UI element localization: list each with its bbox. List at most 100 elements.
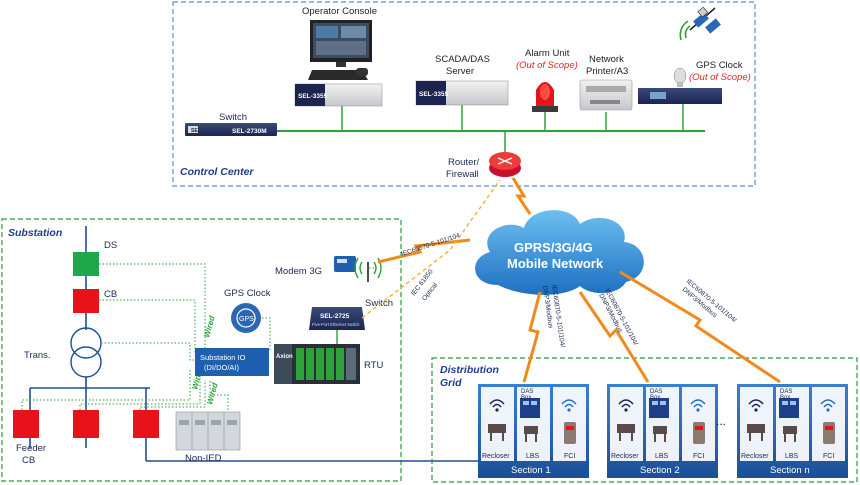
sub-switch-model: SEL-2725 bbox=[320, 313, 350, 320]
recloser-icon bbox=[617, 424, 635, 441]
feeder-cb-2 bbox=[73, 410, 99, 438]
wifi-icon bbox=[820, 399, 836, 412]
gps-clock-cc-label-line2: (Out of Scope) bbox=[689, 72, 751, 83]
lbs-label: LBS bbox=[655, 453, 669, 460]
scada-label-line1: SCADA/DAS bbox=[435, 54, 490, 65]
iec104-label: IEC60870-5-101/104 bbox=[400, 232, 461, 258]
recloser-label: Recloser bbox=[741, 453, 769, 460]
fci-label: FCI bbox=[693, 453, 704, 460]
wifi-icon bbox=[748, 399, 764, 412]
control-center-zone: Control Center bbox=[172, 1, 756, 187]
das-box-icon bbox=[779, 398, 799, 418]
distribution-title-line2: Grid bbox=[440, 377, 462, 389]
fci-icon bbox=[693, 422, 705, 444]
satellite-icon bbox=[679, 6, 721, 41]
gps-clock-cc[interactable] bbox=[638, 67, 722, 104]
feeder-label-line1: Feeder bbox=[16, 443, 46, 454]
wifi-icon bbox=[561, 399, 577, 412]
cloud-section2-link bbox=[578, 291, 650, 383]
rtu[interactable]: Axion bbox=[274, 344, 360, 384]
das-box-label-line1: DAS bbox=[521, 389, 533, 395]
section-ellipsis: ... bbox=[716, 414, 726, 428]
printer-icon bbox=[579, 79, 633, 111]
sub-io-label-line2: (DI/DO/AI) bbox=[204, 363, 240, 372]
recloser-icon bbox=[747, 424, 765, 441]
wifi-icon bbox=[489, 399, 505, 412]
scada-server-model: SEL-3355 bbox=[419, 91, 449, 98]
fci-label: FCI bbox=[564, 453, 575, 460]
das-box-label-line1: DAS bbox=[650, 389, 662, 395]
lbs-icon bbox=[524, 426, 538, 442]
router-label-line1: Router/ bbox=[448, 157, 480, 168]
feeder-cb-3 bbox=[133, 410, 159, 438]
control-switch-model: SEL-2730M bbox=[232, 128, 267, 135]
fci-label: FCI bbox=[823, 453, 834, 460]
cloud-label-line2: Mobile Network bbox=[507, 256, 604, 271]
printer-label-line1: Network bbox=[589, 54, 624, 65]
gps-clock-sub[interactable]: GPS bbox=[231, 303, 261, 333]
mobile-network-cloud: GPRS/3G/4G Mobile Network bbox=[475, 210, 644, 295]
sub-io-label-line1: Substation IO bbox=[200, 353, 246, 362]
sub-switch[interactable]: SEL-2725 Five-Port Ethernet Switch bbox=[309, 307, 365, 330]
lbs-icon bbox=[653, 426, 667, 442]
control-switch[interactable]: SEL SEL-2730M bbox=[185, 123, 277, 136]
router-cloud-link bbox=[511, 177, 532, 215]
rtu-brand: Axion bbox=[276, 354, 293, 360]
non-ied-cabinet[interactable] bbox=[175, 411, 241, 451]
section-name: Section 1 bbox=[511, 465, 551, 476]
recloser-label: Recloser bbox=[482, 453, 510, 460]
trans-label: Trans. bbox=[24, 350, 51, 361]
optical-link bbox=[361, 179, 501, 319]
antenna-icon bbox=[354, 257, 382, 282]
server-1-model: SEL-3355 bbox=[298, 93, 328, 100]
control-center-title: Control Center bbox=[180, 166, 254, 178]
non-ied-label: Non-IED bbox=[185, 453, 222, 464]
wired-label-3: Wired bbox=[205, 381, 220, 406]
modem-cloud-link bbox=[377, 238, 471, 264]
section-name: Section n bbox=[770, 465, 810, 476]
cb-label: CB bbox=[104, 289, 117, 300]
das-box-label-line1: DAS bbox=[780, 389, 792, 395]
recloser-label: Recloser bbox=[611, 453, 639, 460]
server-1[interactable]: SEL-3355 bbox=[294, 83, 383, 107]
alarm-label-line1: Alarm Unit bbox=[525, 48, 570, 59]
das-box-label-line2: Box bbox=[780, 395, 790, 401]
fci-icon bbox=[823, 422, 835, 444]
lbs-icon bbox=[783, 426, 797, 442]
das-box-label-line2: Box bbox=[650, 395, 660, 401]
rtu-label: RTU bbox=[364, 360, 383, 371]
router-icon[interactable] bbox=[489, 152, 521, 177]
das-box-icon bbox=[649, 398, 669, 418]
scada-server[interactable]: SEL-3355 bbox=[415, 80, 509, 106]
substation-io-box[interactable]: Substation IO (DI/DO/AI) bbox=[195, 348, 269, 376]
modem-label: Modem 3G bbox=[275, 266, 322, 277]
sub-switch-label: Switch bbox=[365, 298, 393, 309]
ds-label: DS bbox=[104, 240, 117, 251]
gps-badge: GPS bbox=[239, 316, 254, 323]
feeder-cb-1 bbox=[13, 410, 39, 438]
router-label-line2: Firewall bbox=[446, 169, 479, 180]
lbs-label: LBS bbox=[785, 453, 799, 460]
cloud-sectionn-link bbox=[619, 270, 781, 384]
cb-breaker bbox=[73, 289, 99, 313]
operator-console-label: Operator Console bbox=[302, 6, 377, 17]
distribution-zone: Distribution Grid bbox=[431, 357, 858, 483]
single-line-diagram bbox=[13, 226, 480, 462]
ds-switch bbox=[73, 252, 99, 276]
cloud-label-line1: GPRS/3G/4G bbox=[514, 240, 593, 255]
das-box-icon bbox=[520, 398, 540, 418]
cloud-section1-link bbox=[522, 291, 542, 383]
svg-text:SEL: SEL bbox=[191, 128, 201, 134]
wifi-icon bbox=[690, 399, 706, 412]
wifi-icon bbox=[618, 399, 634, 412]
feeder-label-line2: CB bbox=[22, 455, 35, 466]
substation-zone: Substation bbox=[1, 218, 402, 482]
modem-3g[interactable] bbox=[334, 256, 356, 272]
distribution-title-line1: Distribution bbox=[440, 364, 499, 376]
lbs-label: LBS bbox=[526, 453, 540, 460]
operator-console[interactable]: Operator Console bbox=[302, 6, 377, 80]
